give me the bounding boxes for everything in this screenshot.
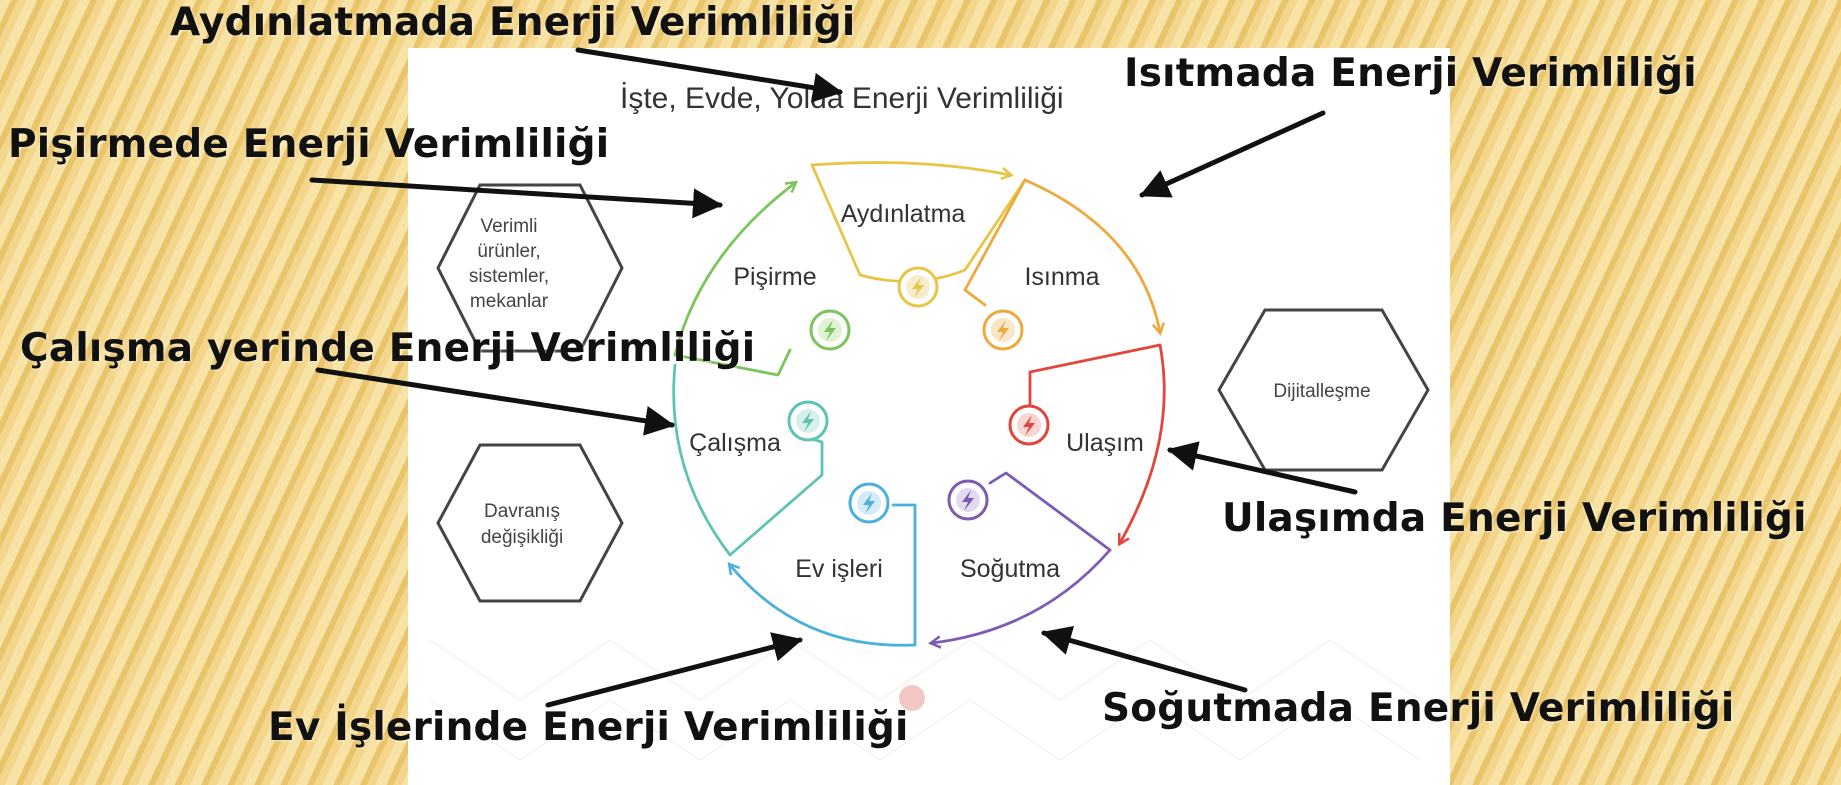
- lightning-bolt-icon: [809, 309, 851, 351]
- segment-ring: [672, 161, 1166, 649]
- pointer-arrow-icon: [1139, 110, 1326, 198]
- segment-pisirme-inner: [673, 348, 792, 377]
- hexagon-verimli-line-1: Verimli: [480, 216, 537, 237]
- callout-ulasim: Ulaşımda Enerji Verimliliği: [1222, 496, 1807, 541]
- pointer-arrows: [309, 47, 1358, 708]
- pointer-arrow-icon: [1167, 441, 1358, 495]
- hexagon-outline-icon: Davranış değişikliği: [436, 443, 624, 603]
- hexagon-verimli-line-2: ürünler,: [477, 241, 540, 262]
- segment-label-pisirme: Pişirme: [733, 263, 816, 291]
- background-grid: [429, 639, 1421, 761]
- segment-label-evisleri: Ev işleri: [795, 555, 883, 583]
- callout-calisma: Çalışma yerinde Enerji Verimliliği: [20, 326, 756, 371]
- hexagon-outline-icon: Dijitalleşme: [1217, 308, 1430, 472]
- hexagon-davranis-line-1: Davranış: [484, 501, 560, 522]
- lightning-bolt-icon: [947, 479, 989, 521]
- segment-isinma-border: [1023, 178, 1166, 336]
- pointer-arrow-icon: [315, 367, 675, 436]
- segment-label-calisma: Çalışma: [689, 429, 781, 457]
- energy-badges: [787, 266, 1050, 524]
- lightning-bolt-icon: [787, 400, 829, 442]
- callout-ev-isleri: Ev İşlerinde Enerji Verimliliği: [268, 705, 909, 750]
- pointer-arrow-icon: [575, 47, 843, 103]
- segment-evisleri-border: [727, 561, 917, 647]
- callout-aydinlatma: Aydınlatmada Enerji Verimliliği: [170, 0, 856, 45]
- pointer-arrow-icon: [1041, 625, 1248, 693]
- segment-pisirme-border: [673, 180, 799, 357]
- hexagon-verimli-line-4: mekanlar: [470, 291, 549, 312]
- segment-sogutma-inner: [988, 471, 1112, 552]
- segment-aydinlatma-border: [810, 161, 1014, 181]
- segment-evisleri-inner: [891, 503, 917, 647]
- lightning-bolt-icon: [1008, 404, 1050, 446]
- segment-sogutma-border: [928, 548, 1112, 649]
- pointer-arrow-icon: [545, 632, 803, 708]
- segment-label-sogutma: Soğutma: [960, 555, 1060, 583]
- pointer-arrow-icon: [309, 177, 723, 219]
- segment-calisma-border: [672, 363, 732, 557]
- hexagon-dijital-label: Dijitalleşme: [1273, 381, 1370, 402]
- diagram-title: İşte, Evde, Yolda Enerji Verimliliği: [620, 82, 1064, 115]
- segment-ulasim-inner: [1028, 343, 1162, 410]
- callout-sogutma: Soğutmada Enerji Verimliliği: [1102, 686, 1735, 731]
- logo-mark: [899, 685, 925, 711]
- segment-label-isinma: Isınma: [1024, 263, 1099, 291]
- hexagon-davranis-line-2: değişikliği: [481, 527, 563, 548]
- callout-isitma: Isıtmada Enerji Verimliliği: [1124, 51, 1697, 96]
- hexagon-outline-icon: Verimli ürünler, sistemler, mekanlar: [436, 183, 624, 353]
- segment-calisma-inner: [728, 438, 824, 557]
- segment-isinma-inner: [963, 178, 1027, 307]
- hexagon-verimli-line-3: sistemler,: [469, 266, 549, 287]
- callout-pisirme: Pişirmede Enerji Verimliliği: [8, 122, 610, 167]
- segment-label-ulasim: Ulaşım: [1066, 429, 1144, 457]
- lightning-bolt-icon: [848, 482, 890, 524]
- lightning-bolt-icon: [982, 309, 1024, 351]
- lightning-bolt-icon: [897, 266, 939, 308]
- segment-ulasim-border: [1117, 343, 1166, 547]
- segment-label-aydinlatma: Aydınlatma: [841, 200, 966, 228]
